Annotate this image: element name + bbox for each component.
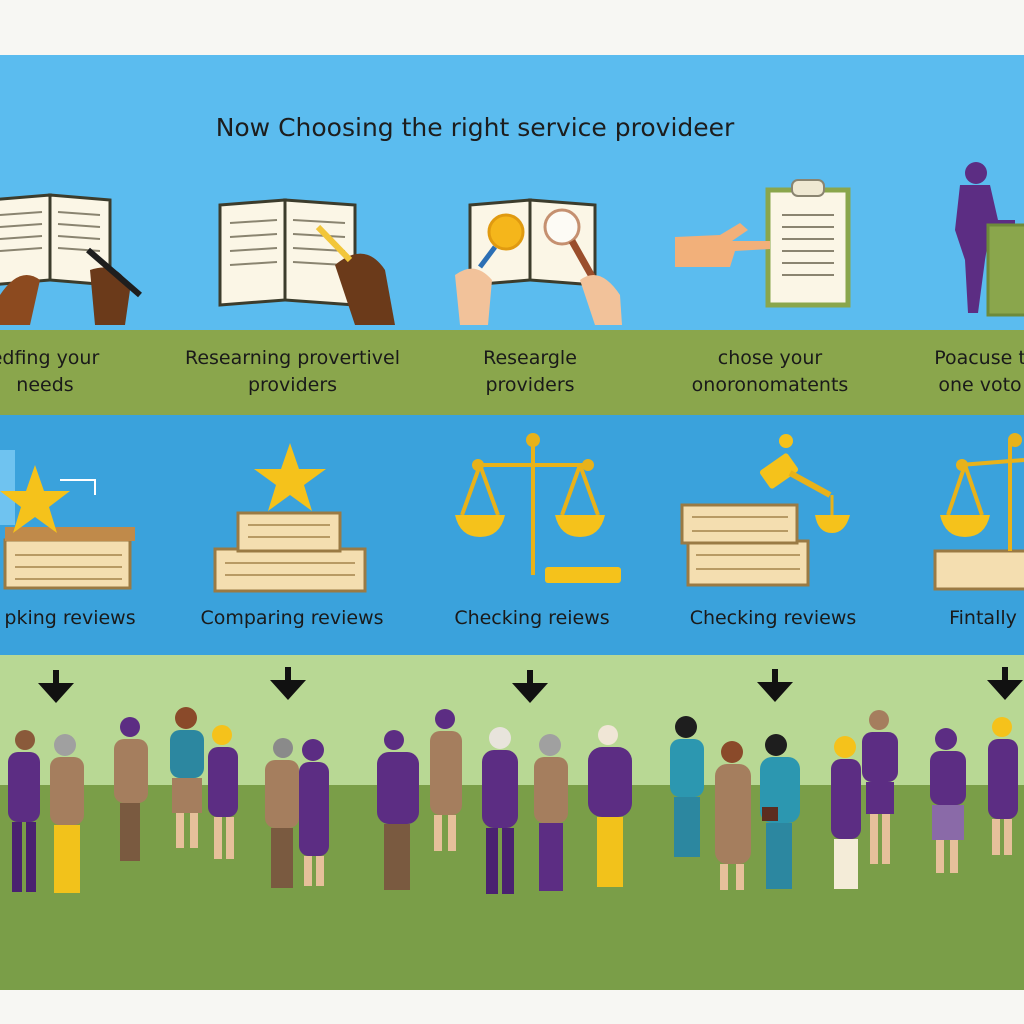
book-magnifier-icon — [455, 198, 622, 325]
step-label-band — [0, 330, 1024, 415]
person-figure — [588, 725, 632, 887]
person-figure — [208, 725, 238, 859]
step-label-line: Researgle — [483, 347, 577, 369]
arrow-down-icon — [270, 667, 306, 700]
balance-scale-icon — [455, 433, 621, 583]
sky-band — [0, 55, 1024, 330]
person-figure — [430, 709, 462, 851]
step-label-line: providers — [247, 374, 338, 396]
person-figure — [930, 728, 966, 873]
person-figure — [670, 716, 704, 857]
person-figure — [265, 738, 299, 888]
person-figure — [715, 741, 751, 890]
review-label-4: Checking reviews — [689, 607, 857, 629]
step-label-3: Researgle providers — [430, 345, 630, 399]
step-label-line: providers — [485, 374, 575, 396]
review-label-3: Checking reiews — [454, 607, 610, 629]
open-book-pen-icon — [218, 198, 395, 325]
step-label-1: edfing your needs — [0, 345, 145, 399]
person-figure — [50, 734, 84, 893]
arrow-down-icon — [757, 669, 793, 702]
person-figure — [377, 730, 419, 890]
step-label-line: needs — [16, 374, 74, 396]
person-figure — [534, 734, 568, 891]
review-label-5: Fintally — [949, 607, 1017, 629]
arrow-down-icon — [512, 670, 548, 703]
pointing-clipboard-icon — [675, 179, 851, 308]
arrow-down-icon — [987, 667, 1023, 700]
infographic-title: Now Choosing the right service provideer — [215, 113, 735, 142]
down-arrows — [38, 667, 1023, 703]
infographic-poster: Now Choosing the right service provideer… — [0, 55, 1024, 990]
step-label-line: one voto — [938, 374, 1022, 396]
person-figure — [482, 727, 518, 894]
person-figure — [760, 734, 800, 889]
star-books-icon — [213, 443, 367, 593]
star-books-icon — [0, 450, 135, 590]
step-label-line: Poacuse t — [934, 347, 1024, 369]
step-label-line: onoronomatents — [691, 374, 849, 396]
scale-books-icon — [933, 433, 1024, 591]
person-figure — [170, 707, 204, 848]
illustration-layer — [0, 162, 1024, 894]
person-figure — [8, 730, 40, 892]
open-book-pen-icon — [0, 193, 142, 325]
gavel-books-icon — [680, 434, 850, 587]
step-label-4: chose your onoronomatents — [665, 345, 875, 399]
arrow-down-icon — [38, 670, 74, 703]
review-label-1: pking reviews — [4, 607, 136, 629]
person-figure — [299, 739, 329, 886]
person-figure — [831, 736, 861, 889]
review-label-2: Comparing reviews — [200, 607, 384, 629]
step-label-line: chose your — [717, 347, 823, 369]
step-label-line: edfing your — [0, 347, 100, 369]
person-podium-icon — [955, 162, 1024, 317]
step-label-2: Researning provertivel providers — [165, 345, 420, 399]
person-figure — [114, 717, 148, 861]
step-label-5: Poacuse t one voto — [905, 345, 1024, 399]
person-figure — [988, 717, 1018, 855]
person-figure — [862, 710, 898, 864]
step-label-line: Researning provertivel — [185, 347, 400, 369]
people-queue — [8, 707, 1018, 894]
reviews-band — [0, 415, 1024, 655]
